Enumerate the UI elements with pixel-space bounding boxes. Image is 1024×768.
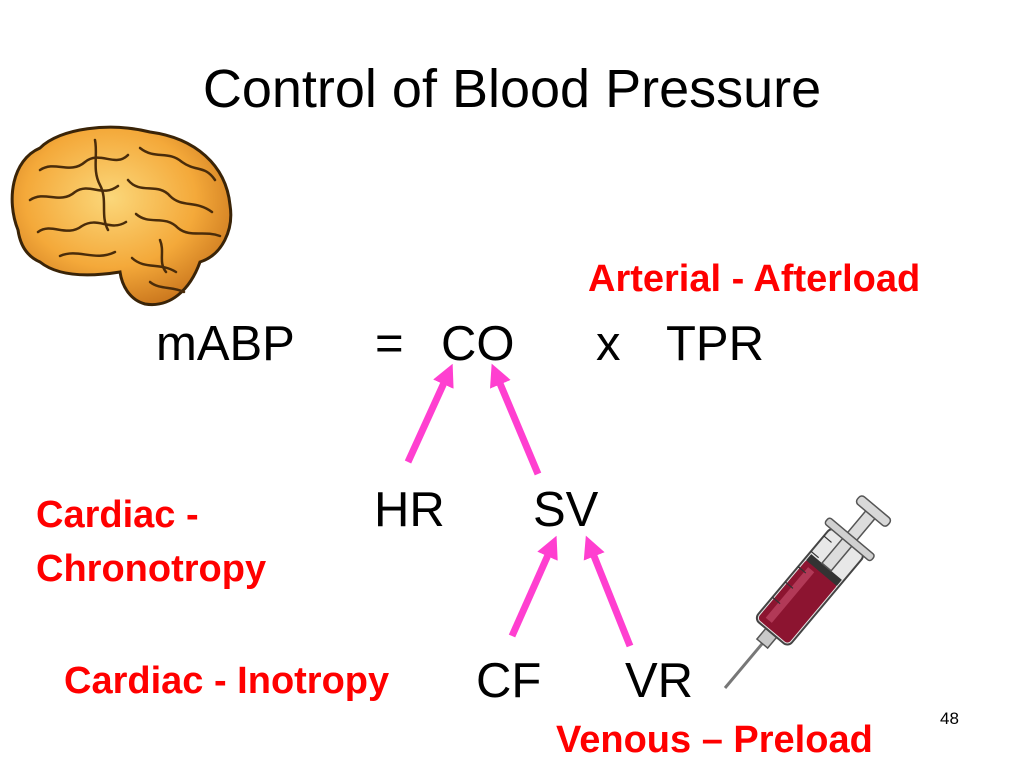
arrow-sv-to-co <box>490 363 542 476</box>
page-number: 48 <box>940 709 959 728</box>
label-cardiac-chronotropy-line1: Cardiac - <box>36 494 199 536</box>
label-venous-preload: Venous – Preload <box>556 719 873 761</box>
label-cardiac-inotropy: Cardiac - Inotropy <box>64 660 390 702</box>
term-hr: HR <box>374 483 445 537</box>
arrow-cf-to-sv <box>508 535 558 638</box>
arrow-hr-to-co <box>404 363 454 464</box>
term-vr: VR <box>625 654 694 708</box>
term-mabp: mABP <box>156 317 295 371</box>
arrow-vr-to-sv <box>583 535 634 648</box>
term-co: CO <box>441 317 515 371</box>
term-times: x <box>596 317 621 371</box>
brain-icon <box>10 125 233 307</box>
label-arterial-afterload: Arterial - Afterload <box>588 258 921 300</box>
term-tpr: TPR <box>666 317 764 371</box>
label-cardiac-chronotropy-line2: Chronotropy <box>36 548 267 590</box>
term-cf: CF <box>476 654 542 708</box>
term-equals: = <box>375 317 404 371</box>
slide-title: Control of Blood Pressure <box>202 59 822 119</box>
term-sv: SV <box>533 483 599 537</box>
